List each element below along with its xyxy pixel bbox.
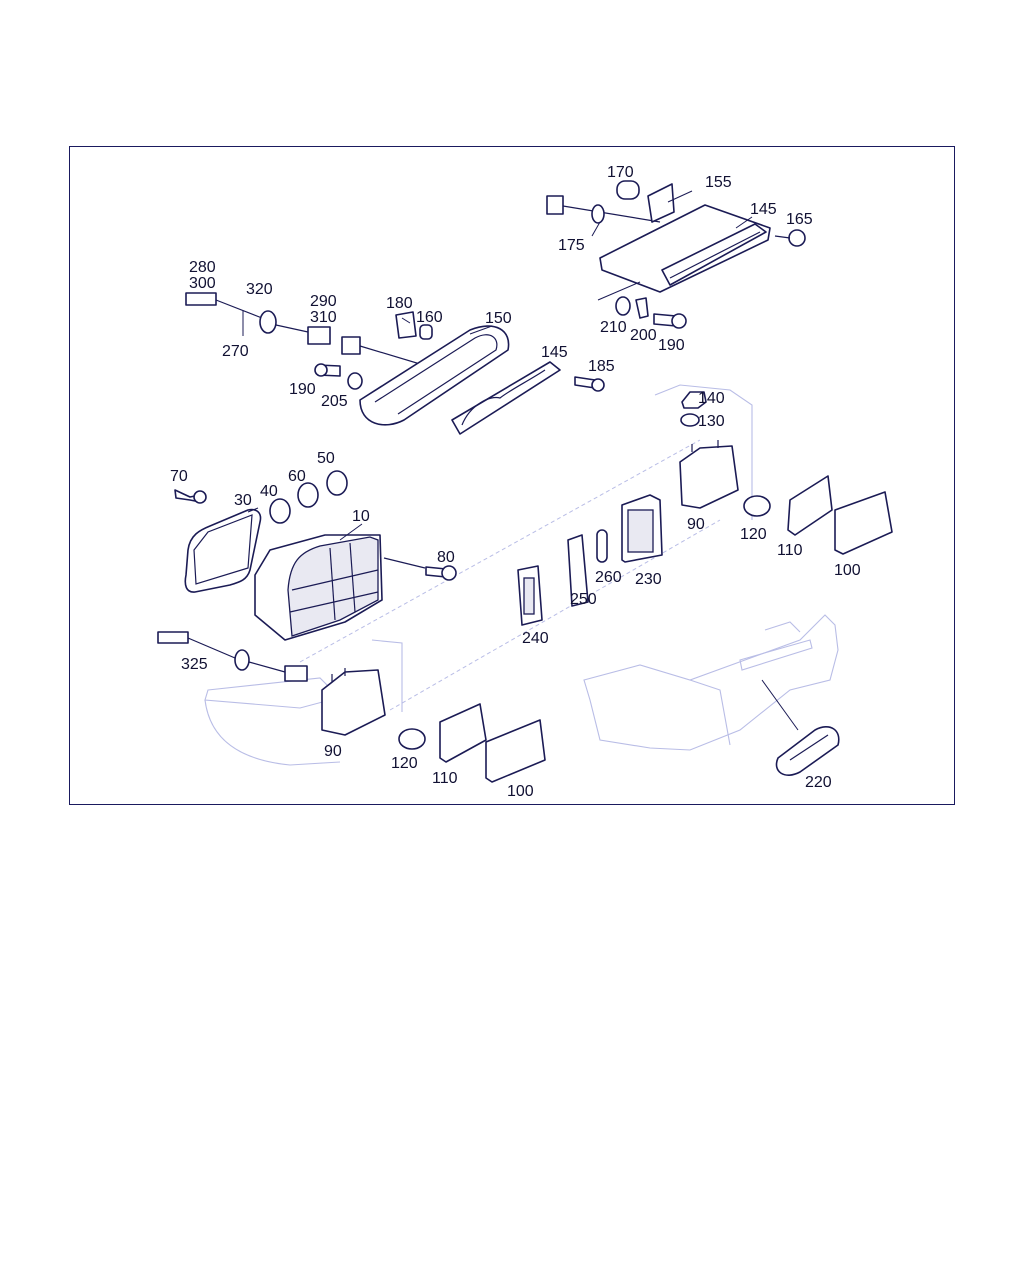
label-100-upper: 100	[834, 562, 861, 579]
screw-190-upper-icon	[671, 313, 687, 329]
screw-80-icon	[441, 565, 457, 581]
label-190-upper: 190	[658, 337, 685, 354]
bulb-120-lower-icon	[398, 728, 426, 750]
vehicle-outline	[204, 384, 839, 766]
label-250: 250	[570, 591, 597, 608]
housing-155-icon	[599, 204, 771, 293]
seal-110-upper-icon	[787, 475, 833, 536]
connector-175-icon	[546, 195, 564, 215]
diagram-frame	[69, 146, 955, 805]
label-270: 270	[222, 343, 249, 360]
brake-light-upper	[546, 180, 806, 329]
clip-200-icon	[635, 297, 649, 319]
reverse-lamp-220-icon	[775, 726, 840, 776]
label-120-upper: 120	[740, 526, 767, 543]
label-175: 175	[558, 237, 585, 254]
label-40: 40	[260, 483, 278, 500]
bulb-60-icon	[297, 482, 319, 508]
label-150: 150	[485, 310, 512, 327]
label-180: 180	[386, 295, 413, 312]
rear-bumper-lamps	[321, 668, 840, 783]
label-260: 260	[595, 569, 622, 586]
label-320: 320	[246, 281, 273, 298]
connector-290-icon	[307, 326, 331, 345]
brake-light-middle	[185, 292, 605, 435]
label-140: 140	[698, 390, 725, 407]
label-185: 185	[588, 358, 615, 375]
seal-110-lower-icon	[439, 703, 487, 763]
screw-165-icon	[788, 229, 806, 247]
leader-lines	[242, 190, 753, 541]
label-230: 230	[635, 571, 662, 588]
label-210: 210	[600, 319, 627, 336]
label-280: 280	[189, 259, 216, 276]
bulb-40-icon	[269, 498, 291, 524]
washer-205-icon	[347, 372, 363, 390]
label-80: 80	[437, 549, 455, 566]
label-130: 130	[698, 413, 725, 430]
label-165: 165	[786, 211, 813, 228]
connector-325b-icon	[284, 665, 308, 682]
label-120-lower: 120	[391, 755, 418, 772]
label-160: 160	[416, 309, 443, 326]
tail-lamp-left	[157, 470, 457, 682]
label-60: 60	[288, 468, 306, 485]
housing-150-icon	[359, 325, 510, 426]
grommet-320-icon	[259, 310, 277, 334]
cap-160-icon	[419, 324, 433, 340]
label-205: 205	[321, 393, 348, 410]
bulb-50-icon	[326, 470, 348, 496]
bulb-260-icon	[596, 529, 608, 563]
label-90-upper: 90	[687, 516, 705, 533]
label-170: 170	[607, 164, 634, 181]
label-145-lower: 145	[541, 344, 568, 361]
label-10: 10	[352, 508, 370, 525]
label-30: 30	[234, 492, 252, 509]
lens-100-lower-icon	[485, 719, 546, 783]
bracket-155-icon	[647, 183, 675, 223]
label-325: 325	[181, 656, 208, 673]
bulb-120-upper-icon	[743, 495, 771, 517]
label-200: 200	[630, 327, 657, 344]
callout-labels: 170 155 145 165 175 210 200 190 280 300 …	[170, 164, 861, 800]
lens-145-upper-icon	[661, 223, 767, 286]
washer-130-icon	[680, 413, 700, 427]
label-155: 155	[705, 174, 732, 191]
lens-100-upper-icon	[834, 491, 893, 555]
lens-145-lower-icon	[451, 361, 561, 435]
grommet-325-icon	[234, 649, 250, 671]
label-240: 240	[522, 630, 549, 647]
label-190-middle: 190	[289, 381, 316, 398]
label-110-upper: 110	[777, 542, 803, 559]
label-100-lower: 100	[507, 783, 534, 800]
connector-280-icon	[185, 292, 217, 306]
screw-185-icon	[591, 378, 605, 392]
seal-250-icon	[567, 534, 589, 607]
label-290: 290	[310, 293, 337, 310]
label-70: 70	[170, 468, 188, 485]
license-lamps	[517, 391, 893, 626]
grommet-175-icon	[591, 204, 605, 224]
label-145-upper: 145	[750, 201, 777, 218]
cap-170-icon	[616, 180, 640, 200]
label-310: 310	[310, 309, 337, 326]
washer-210-icon	[615, 296, 631, 316]
screw-190-middle-icon	[314, 363, 328, 377]
clip-180-icon	[395, 311, 417, 339]
connector-325-icon	[157, 631, 189, 644]
label-220: 220	[805, 774, 832, 791]
gasket-30-icon	[184, 508, 262, 593]
nut-140-icon	[681, 391, 707, 409]
label-90-lower: 90	[324, 743, 342, 760]
label-50: 50	[317, 450, 335, 467]
connector-150-icon	[341, 336, 361, 355]
side-marker-90-upper-icon	[679, 445, 739, 509]
label-300: 300	[189, 275, 216, 292]
label-110-lower: 110	[432, 770, 458, 787]
